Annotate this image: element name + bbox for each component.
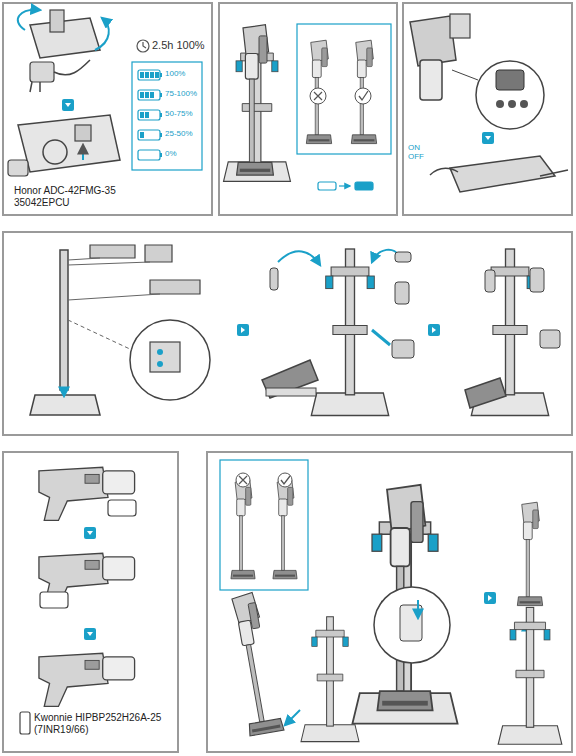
legend-text: 25-50% bbox=[165, 129, 205, 138]
battery-icon bbox=[138, 70, 162, 80]
legend-text: 50-75% bbox=[165, 109, 205, 118]
label-text: ON OFF bbox=[408, 143, 438, 161]
label-text: Kwonnie HIPBP252H26A-25 (7INR19/66) bbox=[34, 712, 174, 735]
legend-text: 100% bbox=[165, 69, 205, 78]
battery-icon bbox=[138, 130, 162, 140]
label-text: Honor ADC-42FMG-35 35042EPCU bbox=[14, 185, 134, 208]
legend-text: 75-100% bbox=[165, 89, 205, 98]
battery-icon bbox=[138, 90, 162, 100]
label-text: 2.5h 100% bbox=[152, 39, 212, 52]
legend-text: 0% bbox=[165, 149, 205, 158]
battery-icon bbox=[138, 110, 162, 120]
battery-icon bbox=[138, 150, 162, 160]
